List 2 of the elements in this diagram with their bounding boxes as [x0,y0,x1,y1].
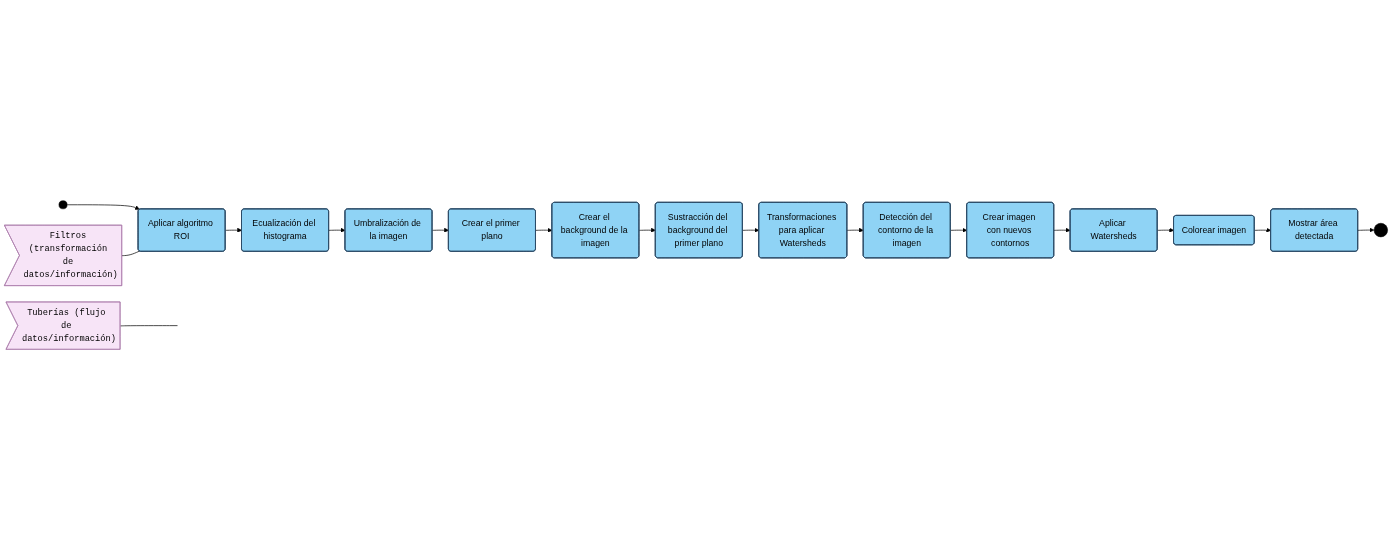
node-circle [58,200,68,210]
connector [121,250,140,257]
